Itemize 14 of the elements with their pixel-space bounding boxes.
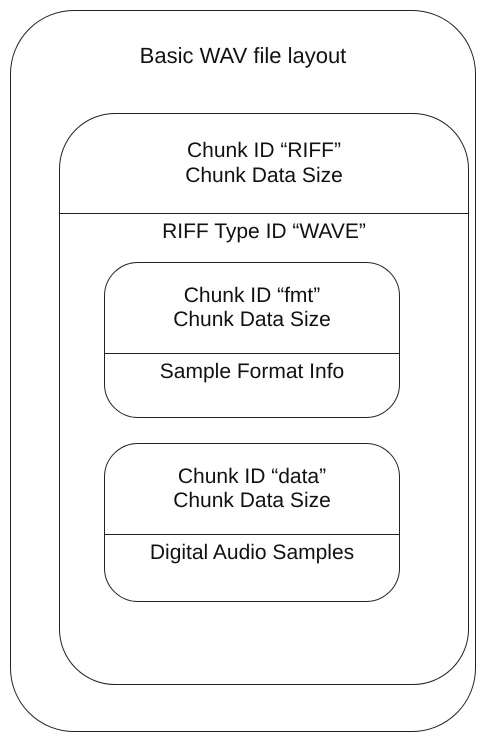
header-field-label: Chunk ID “fmt”: [184, 284, 320, 308]
body-field-label: Sample Format Info: [160, 360, 344, 384]
header-field-label: Chunk ID “RIFF”: [186, 139, 341, 164]
chunk-box: [104, 443, 400, 602]
header-field-label: Chunk ID “data”: [178, 464, 326, 489]
header-field-label: Chunk Data Size: [173, 308, 331, 332]
file-container: [10, 10, 476, 732]
header-field-label: Chunk Data Size: [173, 489, 331, 514]
body-field-label: RIFF Type ID “WAVE”: [162, 220, 366, 244]
chunk-box: [104, 262, 400, 418]
header-field-label: Chunk Data Size: [185, 164, 343, 188]
chunk-box: [59, 113, 469, 685]
container-label: Basic WAV file layout: [138, 43, 348, 69]
body-field-label: Digital Audio Samples: [150, 541, 354, 566]
